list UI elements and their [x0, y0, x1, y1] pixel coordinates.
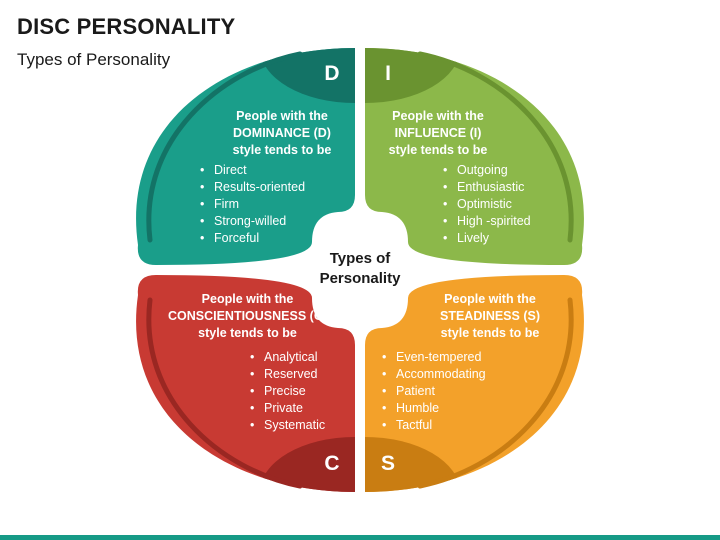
trait-item: Outgoing	[443, 162, 573, 179]
quadrant-c-heading-line: CONSCIENTIOUSNESS (C)	[167, 309, 328, 323]
quadrant-i-heading-line: INFLUENCE (I)	[394, 126, 482, 140]
trait-item: High -spirited	[443, 213, 573, 230]
quadrant-d-heading-line: style tends to be	[232, 143, 332, 157]
quadrant-d-text: People with the DOMINANCE (D) style tend…	[218, 108, 346, 159]
quadrant-d-heading-line: DOMINANCE (D)	[233, 126, 331, 140]
quadrant-s-rim	[417, 297, 574, 489]
quadrant-c	[136, 275, 355, 492]
quadrant-s-heading-line: People with the	[444, 292, 536, 306]
quadrant-c-shape	[136, 275, 355, 492]
center-label-line: Personality	[319, 270, 401, 287]
letter-i: I	[385, 62, 391, 85]
trait-item: Patient	[382, 383, 512, 400]
letter-s: S	[380, 452, 395, 475]
trait-item: Tactful	[382, 417, 512, 434]
bottom-accent-bar	[0, 535, 720, 540]
quadrant-i-text: People with the INFLUENCE (I) style tend…	[374, 108, 502, 159]
letter-d: D	[324, 62, 340, 85]
quadrant-d-traits: Direct Results-oriented Firm Strong-will…	[200, 162, 340, 247]
trait-item: Private	[250, 400, 350, 417]
trait-item: Analytical	[250, 349, 350, 366]
quadrant-c-traits: Analytical Reserved Precise Private Syst…	[250, 349, 350, 434]
trait-item: Accommodating	[382, 366, 512, 383]
quadrant-i-heading-line: People with the	[392, 109, 484, 123]
trait-item: Direct	[200, 162, 340, 179]
quadrant-c-text: People with the CONSCIENTIOUSNESS (C) st…	[155, 291, 340, 342]
trait-item: Even-tempered	[382, 349, 512, 366]
quadrant-i-heading-line: style tends to be	[388, 143, 488, 157]
quadrant-s-tab	[365, 437, 460, 492]
quadrant-i-traits: Outgoing Enthusiastic Optimistic High -s…	[443, 162, 573, 247]
quadrant-d-heading: People with the DOMINANCE (D) style tend…	[218, 108, 346, 159]
center-label: Types of Personality	[300, 249, 420, 289]
quadrant-i-heading: People with the INFLUENCE (I) style tend…	[374, 108, 502, 159]
trait-item: Humble	[382, 400, 512, 417]
quadrant-s-traits: Even-tempered Accommodating Patient Humb…	[382, 349, 512, 434]
trait-item: Results-oriented	[200, 179, 340, 196]
trait-item: Enthusiastic	[443, 179, 573, 196]
page-subtitle: Types of Personality	[17, 50, 171, 69]
trait-item: Forceful	[200, 230, 340, 247]
quadrant-s-heading: People with the STEADINESS (S) style ten…	[420, 291, 560, 342]
trait-item: Strong-willed	[200, 213, 340, 230]
quadrant-i-tab	[365, 48, 460, 103]
quadrant-c-heading: People with the CONSCIENTIOUSNESS (C) st…	[155, 291, 340, 342]
quadrant-s-text: People with the STEADINESS (S) style ten…	[420, 291, 560, 342]
quadrant-d-heading-line: People with the	[236, 109, 328, 123]
trait-item: Lively	[443, 230, 573, 247]
letter-c: C	[324, 452, 340, 475]
trait-item: Precise	[250, 383, 350, 400]
trait-item: Firm	[200, 196, 340, 213]
quadrant-d-tab	[260, 48, 355, 103]
trait-item: Systematic	[250, 417, 350, 434]
quadrant-c-rim	[146, 297, 303, 489]
trait-item: Optimistic	[443, 196, 573, 213]
quadrant-c-heading-line: People with the	[201, 292, 294, 306]
quadrant-s-heading-line: style tends to be	[440, 326, 540, 340]
quadrant-c-heading-line: style tends to be	[198, 326, 297, 340]
page-title: DISC PERSONALITY	[17, 14, 236, 39]
center-label-line: Types of	[329, 250, 391, 267]
trait-item: Reserved	[250, 366, 350, 383]
quadrant-c-tab	[260, 437, 355, 492]
quadrant-d-rim	[146, 51, 303, 243]
quadrant-s-heading-line: STEADINESS (S)	[439, 309, 540, 323]
